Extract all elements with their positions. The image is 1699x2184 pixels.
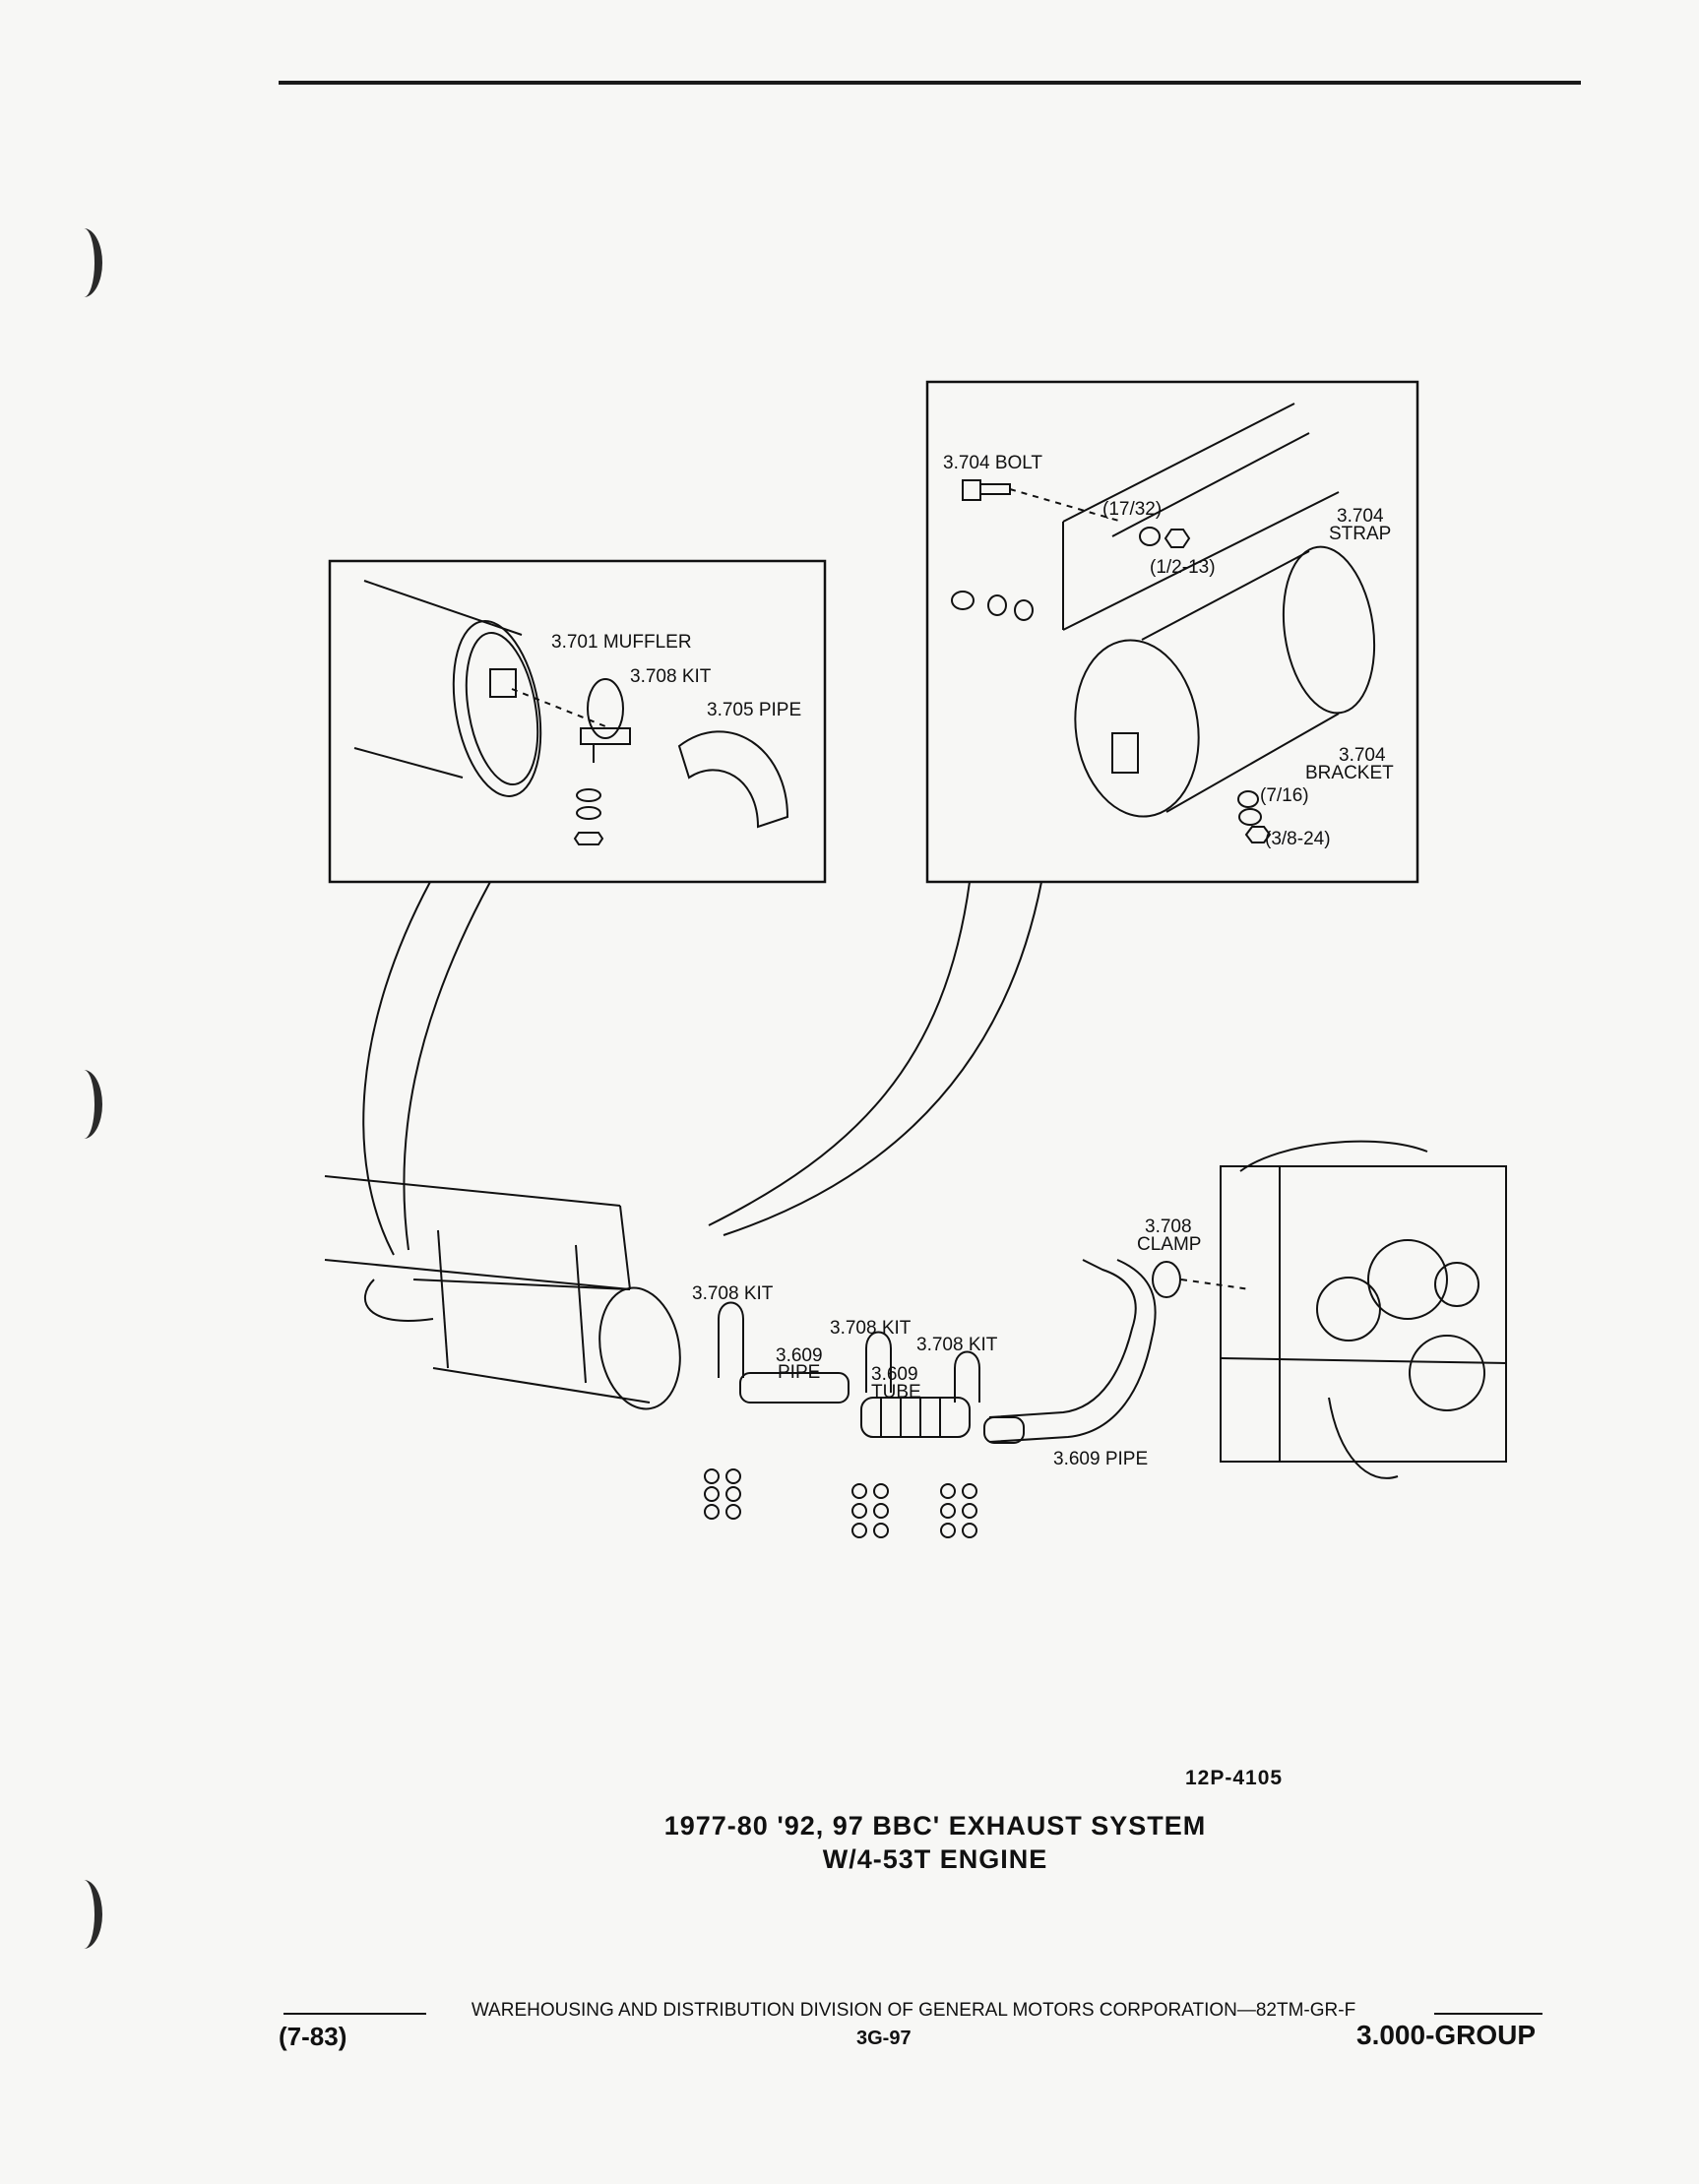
footer-publisher-line: WAREHOUSING AND DISTRIBUTION DIVISION OF… (471, 2000, 1356, 2021)
callout-labels: 3.701 MUFFLER 3.708 KIT 3.705 PIPE 3.704… (551, 453, 1394, 1469)
callout-pipe-705: 3.705 PIPE (707, 700, 801, 720)
header-rule (279, 81, 1581, 85)
callout-size-1732: (17/32) (1102, 499, 1162, 520)
muffler-end-drawing (353, 580, 611, 797)
callout-pipe-609: PIPE (778, 1362, 820, 1383)
binder-hole-top (65, 228, 102, 297)
caption-line-2: W/4-53T ENGINE (822, 1844, 1048, 1874)
callout-strap: STRAP (1329, 524, 1391, 544)
callout-size-3824: (3/8-24) (1265, 829, 1331, 849)
callout-size-716: (7/16) (1260, 785, 1309, 806)
callout-clamp-number: 3.708 (1145, 1217, 1192, 1237)
callout-inset-kit: 3.708 KIT (630, 666, 712, 687)
binder-hole-bottom (65, 1880, 102, 1949)
binder-hole-middle (65, 1070, 102, 1139)
footer-rule-left (283, 2013, 426, 2015)
callout-bolt: 3.704 BOLT (943, 453, 1042, 473)
callout-size-1213: (1/2-13) (1150, 557, 1216, 578)
callout-kit-2: 3.708 KIT (830, 1318, 912, 1339)
lower-bent-pipe-drawing (983, 1259, 1157, 1444)
left-connector-curve-inner (403, 881, 491, 1251)
callout-tube-609: TUBE (871, 1382, 921, 1403)
footer-rule-right (1434, 2013, 1542, 2015)
lower-clamp-drawing (1152, 1261, 1251, 1298)
lower-ukit-drawing (718, 1301, 980, 1403)
strap-muffler-drawing (1074, 545, 1376, 818)
lower-pipe-609-drawing (739, 1372, 850, 1404)
left-connector-curve (362, 881, 431, 1256)
inset-pipe-drawing (677, 730, 789, 829)
callout-muffler: 3.701 MUFFLER (551, 632, 692, 653)
right-connector-curve (708, 881, 971, 1226)
footer-page-number: 3G-97 (856, 2028, 912, 2049)
callout-pipe-609-lower: 3.609 PIPE (1053, 1449, 1148, 1469)
footer-date: (7-83) (279, 2022, 347, 2051)
callout-kit-1: 3.708 KIT (692, 1283, 774, 1304)
caption-line-1: 1977-80 '92, 97 BBC' EXHAUST SYSTEM (663, 1811, 1207, 1841)
callout-tube-609-number: 3.609 (871, 1364, 918, 1385)
inset-clamp-kit-drawing (573, 678, 631, 845)
figure-caption: 1977-80 '92, 97 BBC' EXHAUST SYSTEM W/4-… (394, 1809, 1477, 1876)
callout-bracket: BRACKET (1305, 763, 1394, 783)
callout-strap-number: 3.704 (1337, 506, 1384, 527)
muffler-inset-frame (328, 559, 827, 884)
lower-muffler-drawing (364, 1229, 681, 1410)
lower-tube-609-drawing (860, 1397, 971, 1438)
callout-pipe-609-number: 3.609 (776, 1345, 823, 1366)
callout-bracket-number: 3.704 (1339, 745, 1386, 766)
figure-number: 12P-4105 (1185, 1767, 1284, 1789)
bolt-drawing (962, 479, 1123, 523)
washer-stack-drawing (951, 527, 1272, 843)
engine-drawing (1220, 1140, 1507, 1479)
lower-nut-stacks-drawing (704, 1468, 977, 1538)
strap-inset-frame (925, 380, 1419, 884)
footer-group: 3.000-GROUP (1356, 2020, 1537, 2050)
callout-kit-3: 3.708 KIT (916, 1335, 998, 1355)
frame-rail-drawing (1062, 403, 1340, 631)
callout-clamp: CLAMP (1137, 1234, 1201, 1255)
right-connector-curve-inner (723, 881, 1042, 1236)
